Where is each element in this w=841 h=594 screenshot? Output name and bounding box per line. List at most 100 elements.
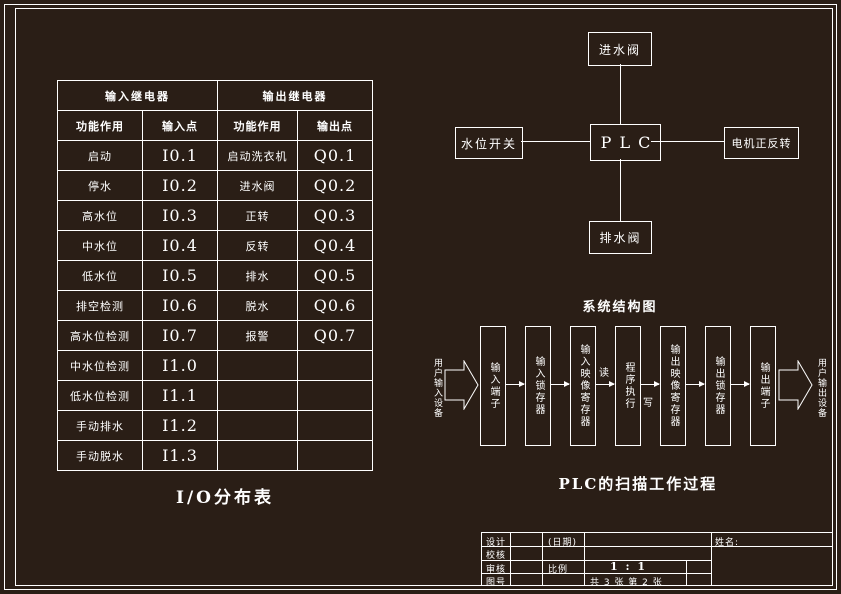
table-cell: I1.0 — [142, 350, 218, 381]
reviewer-label: 审核 — [486, 565, 507, 575]
scan-stage-label: 输入映像寄存器 — [578, 344, 589, 428]
scan-stage-box: 输入端子 — [480, 326, 506, 446]
input-relay-header: 输入继电器 — [57, 80, 218, 111]
table-cell: I0.6 — [142, 290, 218, 321]
table-cell: I1.2 — [142, 410, 218, 441]
table-cell — [217, 410, 298, 441]
table-cell: Q0.5 — [297, 260, 373, 291]
table-cell: 手动排水 — [57, 410, 143, 441]
arrow-right-icon — [595, 381, 615, 387]
scan-stage-label: 程序执行 — [623, 362, 634, 410]
scale-label: 比例 — [548, 565, 569, 575]
sheets-text: 共 3 张 第 2 张 — [590, 578, 663, 588]
scan-stage-label: 输入端子 — [488, 362, 499, 410]
table-cell: 进水阀 — [217, 170, 298, 201]
table-cell — [297, 350, 373, 381]
arrowhead-icon — [654, 381, 660, 387]
write-label: 写 — [643, 398, 653, 409]
title-block-line — [584, 533, 585, 585]
table-cell — [297, 380, 373, 411]
table-subheader-row: 功能作用 输入点 功能作用 输出点 — [57, 110, 373, 141]
output-device-label: 用户输出设备 — [816, 358, 826, 418]
table-cell: Q0.1 — [297, 140, 373, 171]
drain-valve-box: 排水阀 — [589, 221, 652, 254]
table-cell: 启动 — [57, 140, 143, 171]
table-cell: 中水位 — [57, 230, 143, 261]
table-cell: I0.7 — [142, 320, 218, 351]
table-cell: Q0.4 — [297, 230, 373, 261]
scan-diagram-caption: PLC的扫描工作过程 — [558, 475, 718, 493]
table-cell: Q0.7 — [297, 320, 373, 351]
table-cell: 启动洗衣机 — [217, 140, 298, 171]
connector-line — [620, 64, 621, 124]
connector-line — [521, 141, 590, 142]
scan-stage-box: 输入锁存器 — [525, 326, 551, 446]
table-cell — [217, 440, 298, 471]
table-header-row: 输入继电器 输出继电器 — [57, 80, 373, 111]
table-cell: 高水位 — [57, 200, 143, 231]
table-cell: 正转 — [217, 200, 298, 231]
table-cell: 中水位检测 — [57, 350, 143, 381]
arrow-right-icon — [550, 381, 570, 387]
table-cell: I0.1 — [142, 140, 218, 171]
title-block-line — [510, 533, 511, 585]
table-cell: 手动脱水 — [57, 440, 143, 471]
motor-box: 电机正反转 — [724, 127, 799, 159]
scan-stage-box: 输出端子 — [750, 326, 776, 446]
title-block: 设计 校核 审核 图号 (日期) 姓名: 比例 1 : 1 共 3 张 第 2 … — [481, 532, 833, 588]
table-cell — [297, 410, 373, 441]
table-cell: I0.2 — [142, 170, 218, 201]
title-block-line — [542, 533, 543, 585]
table-cell: 停水 — [57, 170, 143, 201]
block-arrow-right-icon — [444, 360, 479, 410]
table-cell: I1.1 — [142, 380, 218, 411]
table-cell: Q0.2 — [297, 170, 373, 201]
table-cell — [297, 440, 373, 471]
col-header: 功能作用 — [217, 110, 298, 141]
table-cell: 反转 — [217, 230, 298, 261]
output-relay-header: 输出继电器 — [217, 80, 373, 111]
system-diagram-caption: 系统结构图 — [582, 300, 658, 315]
col-header: 功能作用 — [57, 110, 143, 141]
scan-stage-box: 输出锁存器 — [705, 326, 731, 446]
arrowhead-icon — [609, 381, 615, 387]
scan-stage-box: 输出映像寄存器 — [660, 326, 686, 446]
scan-stage-box: 程序执行 — [615, 326, 641, 446]
title-block-line — [686, 560, 687, 585]
drawing-no-label: 图号 — [486, 578, 507, 588]
col-header: 输出点 — [297, 110, 373, 141]
scan-stage-label: 输出锁存器 — [713, 356, 724, 416]
block-arrow-right-icon — [778, 360, 813, 410]
name-label: 姓名: — [715, 538, 740, 548]
arrow-right-icon — [640, 381, 660, 387]
table-cell: I0.4 — [142, 230, 218, 261]
scan-stage-box: 输入映像寄存器 — [570, 326, 596, 446]
table-cell: 低水位检测 — [57, 380, 143, 411]
water-level-switch-box: 水位开关 — [455, 127, 523, 159]
title-block-line — [482, 573, 711, 574]
table-cell: Q0.3 — [297, 200, 373, 231]
checker-label: 校核 — [486, 551, 507, 561]
drawing-border-outer — [4, 4, 837, 590]
arrowhead-icon — [699, 381, 705, 387]
connector-line — [620, 159, 621, 221]
table-cell: 排空检测 — [57, 290, 143, 321]
scan-stage-label: 输入锁存器 — [533, 356, 544, 416]
title-block-line — [482, 546, 832, 547]
read-label: 读 — [599, 368, 609, 379]
arrowhead-icon — [744, 381, 750, 387]
table-cell — [217, 350, 298, 381]
arrow-right-icon — [685, 381, 705, 387]
arrow-right-icon — [730, 381, 750, 387]
